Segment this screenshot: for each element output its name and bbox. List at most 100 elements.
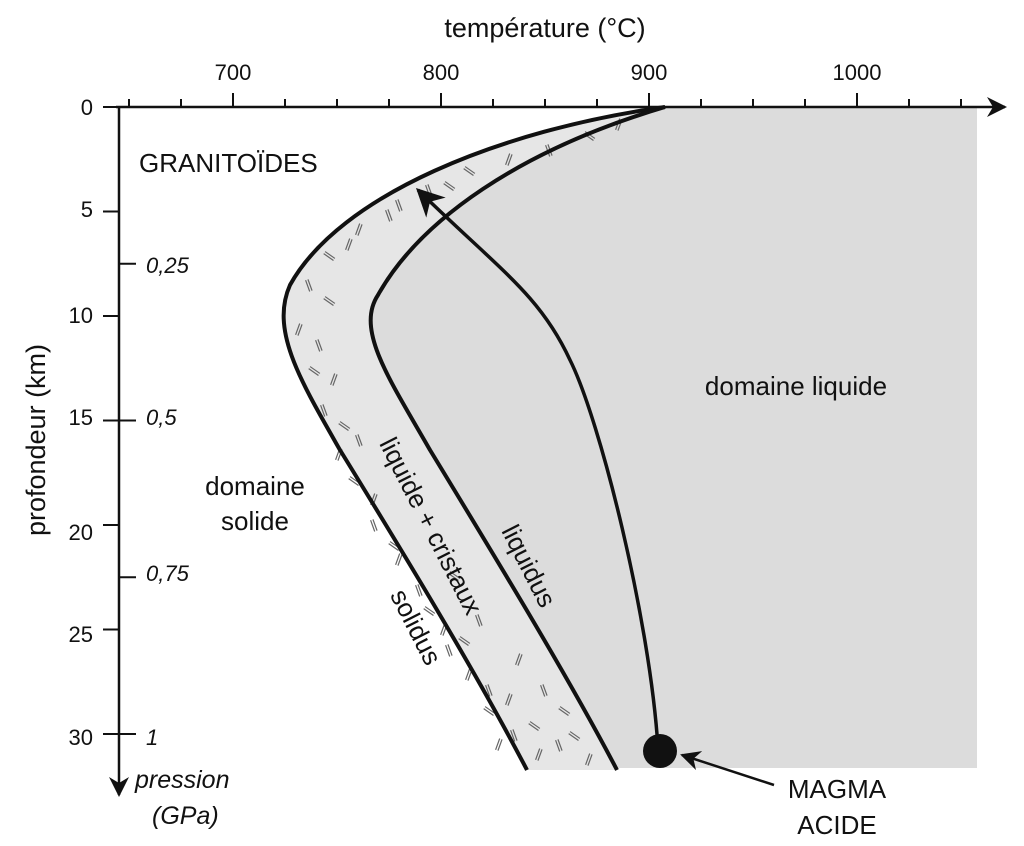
crystal-mark bbox=[585, 753, 591, 765]
crystal-mark bbox=[510, 730, 516, 742]
crystal-mark bbox=[587, 754, 593, 766]
crystal-mark bbox=[507, 694, 513, 706]
crystal-mark bbox=[345, 238, 351, 250]
crystal-mark bbox=[295, 323, 301, 335]
crystal-mark bbox=[324, 251, 336, 259]
crystal-mark bbox=[497, 739, 503, 751]
crystal-mark bbox=[512, 729, 518, 741]
temperature-axis-title: température (°C) bbox=[444, 13, 645, 43]
depth-tick-label: 20 bbox=[69, 520, 93, 545]
temperature-tick-label: 1000 bbox=[833, 60, 882, 85]
crystal-mark bbox=[477, 614, 483, 626]
solid-domain-label: solide bbox=[221, 506, 289, 536]
crystal-mark bbox=[397, 199, 403, 211]
solidus-curve bbox=[281, 105, 666, 771]
crystal-mark bbox=[317, 339, 323, 351]
crystal-mark bbox=[444, 181, 456, 189]
crystal-mark bbox=[357, 434, 363, 446]
pressure-tick-label: 0,5 bbox=[146, 405, 177, 430]
crystal-mark bbox=[323, 298, 334, 306]
liquidus-curve bbox=[368, 105, 666, 771]
crystal-mark bbox=[535, 748, 541, 760]
crystal-mark bbox=[559, 706, 571, 714]
temperature-tick-label: 800 bbox=[423, 60, 460, 85]
depth-tick-label: 30 bbox=[69, 725, 93, 750]
crystal-mark bbox=[347, 239, 353, 251]
crystal-mark bbox=[495, 738, 501, 750]
magma-ascent-path bbox=[415, 188, 660, 749]
depth-tick-label: 15 bbox=[69, 405, 93, 430]
pressure-tick-label: 1 bbox=[146, 725, 158, 750]
crystal-mark bbox=[445, 645, 451, 657]
pressure-tick-label: 0,25 bbox=[146, 253, 190, 278]
crystal-mark bbox=[540, 685, 546, 697]
crystal-mark bbox=[320, 405, 326, 417]
depth-axis-title: profondeur (km) bbox=[21, 344, 51, 536]
liquid-domain-label: domaine liquide bbox=[705, 371, 887, 401]
crystal-mark bbox=[322, 404, 328, 416]
crystal-mark bbox=[443, 183, 454, 191]
crystal-mark bbox=[447, 644, 453, 656]
crystal-mark bbox=[555, 740, 561, 752]
crystal-mark bbox=[357, 224, 363, 236]
pressure-tick-label: 0,75 bbox=[146, 561, 190, 586]
crystal-mark bbox=[448, 573, 459, 581]
crystal-mark bbox=[305, 280, 311, 292]
crystal-mark bbox=[297, 324, 303, 336]
crystal-mark bbox=[323, 253, 334, 261]
crystal-mark bbox=[372, 519, 378, 531]
crystal-mark bbox=[339, 421, 351, 429]
solid-domain-label: domaine bbox=[205, 471, 305, 501]
pressure-axis-title-unit: (GPa) bbox=[152, 802, 219, 830]
crystal-mark bbox=[517, 654, 523, 666]
crystal-mark bbox=[348, 478, 359, 486]
temperature-tick-label: 900 bbox=[631, 60, 668, 85]
crystal-mark bbox=[388, 543, 399, 551]
depth-ticks bbox=[103, 106, 119, 735]
crystal-mark bbox=[307, 279, 313, 291]
crystal-mark bbox=[465, 668, 471, 680]
crystal-mark bbox=[537, 749, 543, 761]
pressure-axis-title: pression bbox=[134, 766, 230, 794]
crystal-mark bbox=[424, 606, 436, 614]
crystal-mark bbox=[308, 368, 319, 376]
crystal-mark bbox=[330, 373, 336, 385]
crystal-mark bbox=[505, 153, 511, 165]
magma-label: MAGMA bbox=[788, 774, 887, 804]
crystal-mark bbox=[395, 553, 401, 565]
mush-band-area bbox=[283, 107, 665, 770]
granitoides-label: GRANITOÏDES bbox=[139, 148, 318, 178]
crystal-mark bbox=[483, 708, 494, 716]
crystal-mark bbox=[415, 585, 421, 597]
crystal-mark bbox=[385, 210, 391, 222]
crystal-mark bbox=[568, 733, 579, 741]
mush-crystal-texture bbox=[295, 118, 623, 766]
crystal-mark bbox=[332, 374, 338, 386]
crystal-mark bbox=[463, 168, 474, 176]
magma-label: ACIDE bbox=[797, 810, 876, 840]
crystal-mark bbox=[315, 340, 321, 352]
crystal-mark bbox=[464, 166, 476, 174]
liquid-domain-area bbox=[370, 107, 977, 768]
crystal-mark bbox=[355, 223, 361, 235]
crystal-mark bbox=[528, 723, 539, 731]
crystal-mark bbox=[515, 653, 521, 665]
crystal-mark bbox=[423, 608, 434, 616]
depth-tick-label: 0 bbox=[81, 95, 93, 120]
crystal-mark bbox=[355, 435, 361, 447]
magma-pointer-arrow bbox=[680, 751, 775, 787]
crystal-mark bbox=[417, 584, 423, 596]
temperature-tick-label: 700 bbox=[215, 60, 252, 85]
pressure-ticks bbox=[119, 262, 136, 735]
crystal-mark bbox=[529, 721, 541, 729]
crystal-mark bbox=[475, 615, 481, 627]
crystal-mark bbox=[397, 554, 403, 566]
temperature-ticks bbox=[128, 93, 962, 107]
depth-tick-label: 5 bbox=[81, 197, 93, 222]
crystal-mark bbox=[485, 685, 491, 697]
crystal-mark bbox=[459, 636, 471, 644]
crystal-mark bbox=[487, 684, 493, 696]
crystal-mark bbox=[309, 366, 321, 374]
depth-tick-label: 25 bbox=[69, 622, 93, 647]
crystal-mark bbox=[370, 520, 376, 532]
